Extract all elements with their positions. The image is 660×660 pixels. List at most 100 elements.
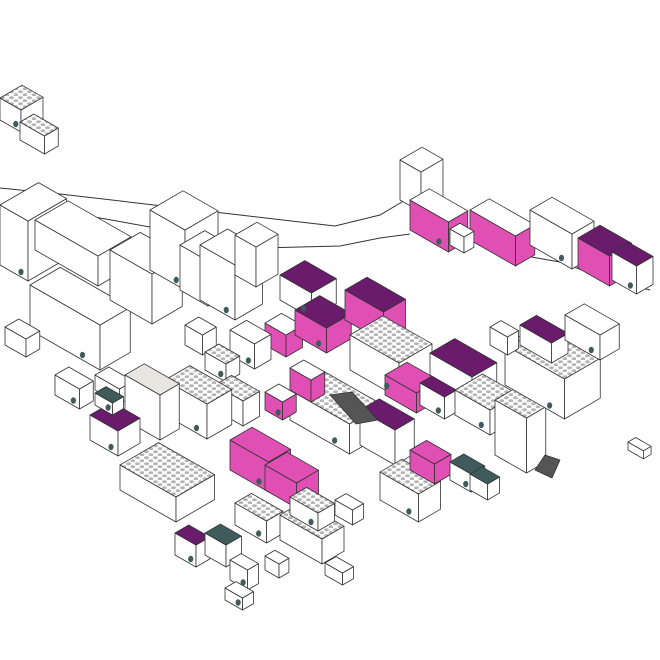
building-block — [124, 363, 180, 441]
building-block — [289, 359, 326, 403]
entrance-marker — [70, 397, 76, 404]
roof — [234, 492, 284, 522]
entrance-marker — [463, 480, 469, 488]
roof — [344, 276, 406, 313]
roof — [489, 320, 519, 338]
roof — [429, 338, 498, 378]
entrance-marker — [108, 443, 114, 451]
entrance-marker — [105, 404, 111, 411]
building-block — [29, 266, 131, 371]
entrance-marker — [223, 306, 229, 314]
entrance-marker — [245, 357, 251, 364]
roof — [0, 84, 44, 111]
entrance-marker — [173, 276, 179, 284]
roof — [164, 365, 233, 405]
roof — [229, 426, 291, 463]
entrance-marker — [384, 382, 390, 390]
entrance-marker — [256, 530, 262, 537]
roof — [34, 200, 132, 257]
roof — [229, 319, 272, 345]
building-block — [234, 221, 279, 288]
entrance-marker — [316, 340, 322, 347]
entrance-marker — [478, 421, 484, 429]
entrance-marker — [436, 238, 442, 245]
roof — [409, 188, 469, 223]
building-block — [19, 113, 59, 155]
building-block — [409, 439, 452, 485]
roof — [149, 190, 219, 231]
roof — [627, 437, 652, 452]
roof — [449, 453, 486, 475]
entrance-marker — [627, 282, 633, 289]
entrance-marker — [218, 370, 224, 378]
roof — [184, 316, 217, 336]
building-block — [334, 493, 364, 526]
building-block — [489, 320, 519, 356]
entrance-marker — [110, 392, 116, 399]
roof — [94, 386, 124, 404]
building-block — [204, 343, 241, 383]
roof — [204, 523, 242, 546]
building-block — [359, 398, 415, 466]
entrance-marker — [558, 254, 565, 262]
roof — [54, 366, 94, 390]
roof — [349, 315, 433, 364]
building-block — [4, 318, 41, 358]
entrance-marker — [240, 579, 246, 586]
roof — [449, 222, 475, 238]
entrance-marker — [301, 305, 307, 312]
ramp — [534, 454, 561, 479]
roof — [264, 549, 290, 565]
roof — [289, 486, 335, 514]
roof — [4, 318, 41, 340]
roof — [469, 466, 501, 485]
roof — [334, 493, 364, 511]
building-block — [469, 466, 501, 501]
entrance-marker — [275, 409, 281, 416]
entrance-marker — [332, 437, 338, 444]
entrance-marker — [435, 407, 441, 414]
roof — [0, 182, 67, 222]
entrance-marker — [235, 599, 241, 606]
roof — [379, 458, 441, 495]
roof — [529, 196, 595, 235]
roof — [564, 303, 620, 336]
roof — [289, 359, 326, 381]
entrance-marker — [188, 555, 194, 563]
roof — [214, 374, 260, 402]
ramp — [329, 391, 379, 425]
roof — [204, 343, 241, 365]
building-block — [264, 549, 290, 579]
entrance-marker — [13, 120, 19, 128]
building-block — [627, 437, 652, 460]
roof — [359, 398, 415, 431]
roof — [229, 553, 259, 571]
roof — [324, 556, 354, 574]
building-blocks — [0, 84, 654, 611]
entrance-marker — [193, 424, 200, 432]
building-block — [449, 222, 475, 254]
building-block — [494, 388, 547, 474]
roof — [409, 439, 452, 465]
building-block — [469, 198, 536, 267]
entrance-marker — [547, 402, 553, 409]
roof — [124, 363, 180, 396]
entrance-marker — [79, 351, 86, 359]
roof — [224, 581, 254, 599]
entrance-marker — [256, 478, 262, 485]
building-block — [119, 442, 215, 523]
roof — [279, 260, 337, 294]
roof — [264, 451, 319, 484]
entrance-marker — [308, 518, 314, 526]
entrance-marker — [406, 508, 412, 515]
roof — [611, 241, 654, 267]
roof — [399, 146, 444, 173]
road-edge-line — [0, 187, 413, 227]
entrance-marker — [588, 346, 594, 354]
entrance-markers — [13, 120, 633, 606]
roof — [19, 113, 59, 137]
building-block — [324, 556, 354, 586]
roof — [234, 221, 279, 248]
